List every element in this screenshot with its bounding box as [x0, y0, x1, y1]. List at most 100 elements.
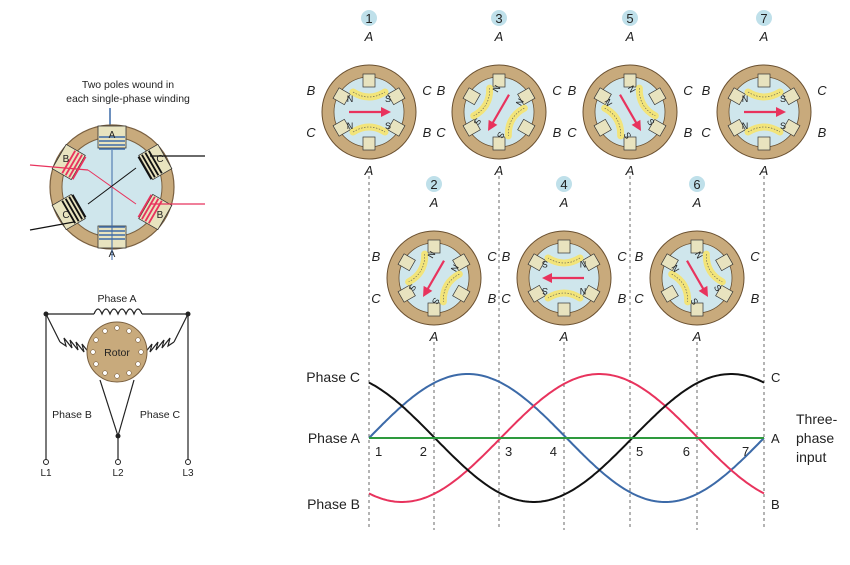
stator-letter-a-top: A — [692, 195, 702, 210]
pole-label-s: S — [780, 94, 786, 104]
pole-shoe — [527, 253, 546, 272]
stator-letter-a-bottom: A — [494, 163, 504, 178]
stator-letter-b-right: B — [553, 125, 562, 140]
pole-shoe — [582, 284, 601, 303]
pole-c-left — [332, 118, 351, 137]
pole-label-n: N — [347, 121, 354, 131]
pole-b-right — [517, 118, 536, 137]
pole-label-s: S — [712, 283, 724, 293]
pole-shoe — [727, 118, 746, 137]
stator-letter-a-bottom: A — [364, 163, 374, 178]
coil-arc-lower-line — [604, 107, 621, 136]
stator-letter-c-left: C — [436, 125, 446, 140]
pole-label-s: S — [689, 296, 701, 306]
stator-letter-b-right: B — [818, 125, 827, 140]
pole-label-n: N — [626, 84, 638, 95]
pole-shoe — [362, 73, 376, 88]
pole-label-n: N — [514, 97, 526, 108]
pole-shoe — [715, 253, 734, 272]
pole-shoe — [648, 118, 667, 137]
pole-label-s: S — [407, 282, 419, 292]
pole-shoe — [332, 118, 351, 137]
delta-phase-c-label: Phase C — [140, 409, 181, 421]
pole-c-right — [582, 253, 601, 272]
pole-b-left — [397, 253, 416, 272]
step-badge — [689, 176, 705, 192]
stator-letter-a-bottom: A — [692, 329, 702, 344]
pole-a-top-label: A — [109, 130, 116, 141]
pole-c-right — [452, 253, 471, 272]
coil-arc-lower-line — [352, 126, 386, 133]
pole-shoe — [690, 239, 704, 254]
tick-3: 3 — [505, 444, 512, 459]
field-arrow — [619, 94, 641, 132]
pole-label-n: N — [449, 263, 461, 274]
pole-label-n: N — [742, 121, 749, 131]
field-arrow-shaft — [426, 260, 445, 291]
pole-b-right — [715, 284, 734, 303]
stator-letter-b-left: B — [635, 249, 644, 264]
stator-letter-c-right: C — [617, 249, 627, 264]
pole-c-left — [397, 284, 416, 303]
stator-letter-b-left: B — [502, 249, 511, 264]
pole-shoe — [593, 87, 612, 106]
field-arrow-head — [488, 119, 498, 132]
delta-right-wire-top — [173, 313, 189, 343]
step-number: 1 — [365, 11, 372, 26]
end-label-c: C — [771, 370, 780, 385]
pole-c-right — [648, 87, 667, 106]
step-number: 3 — [495, 11, 502, 26]
phase-c-label: Phase C — [306, 369, 360, 385]
pole-c-right — [137, 143, 173, 181]
tick-5: 5 — [636, 444, 643, 459]
delta-phase-a-label: Phase A — [97, 293, 136, 305]
phase-b-label: Phase B — [307, 496, 360, 512]
pole-b-right — [582, 284, 601, 303]
pole-label-n: N — [580, 286, 587, 296]
rotor-label: Rotor — [104, 347, 130, 359]
pole-label-s: S — [472, 116, 484, 126]
step-badge — [622, 10, 638, 26]
stator-letter-c-right: C — [422, 83, 432, 98]
pole-label-s: S — [780, 121, 786, 131]
stator-letter-b-right: B — [618, 291, 627, 306]
field-arrow — [744, 107, 786, 117]
pole-label-s: S — [645, 117, 657, 127]
pole-shoe — [332, 87, 351, 106]
coil-arc-lower-line — [747, 126, 781, 133]
pole-a-top — [757, 73, 771, 88]
field-arrow-head — [423, 285, 433, 298]
field-arrow-shaft — [686, 260, 705, 291]
pole-a-bottom — [427, 302, 441, 317]
pole-shoe — [582, 253, 601, 272]
stator-letter-c-left: C — [567, 125, 577, 140]
delta-connection-diagram: Phase A L1 L2 L3 Rotor Phase B Phase C — [40, 293, 194, 479]
pole-a-top — [557, 239, 571, 254]
pole-shoe — [623, 136, 637, 151]
pole-label-s: S — [495, 130, 507, 140]
terminal-l1-label: L1 — [40, 468, 52, 479]
pole-label-s: S — [542, 286, 548, 296]
pole-shoe — [397, 253, 416, 272]
pole-label-s: S — [385, 121, 391, 131]
pole-shoe — [462, 118, 481, 137]
lead-c-cross — [87, 167, 137, 205]
stator-letter-c-left: C — [501, 291, 511, 306]
stator-letter-c-left: C — [701, 125, 711, 140]
rotor-disc — [86, 321, 148, 383]
field-arrow-head — [631, 119, 641, 132]
lead-b-in — [29, 164, 89, 171]
step-number: 6 — [693, 177, 700, 192]
coil-arc-upper-line — [443, 273, 460, 302]
coil-phase-a — [93, 308, 143, 316]
pole-label-n: N — [669, 263, 681, 274]
pole-shoe — [387, 87, 406, 106]
stator-letter-a-bottom: A — [759, 163, 769, 178]
